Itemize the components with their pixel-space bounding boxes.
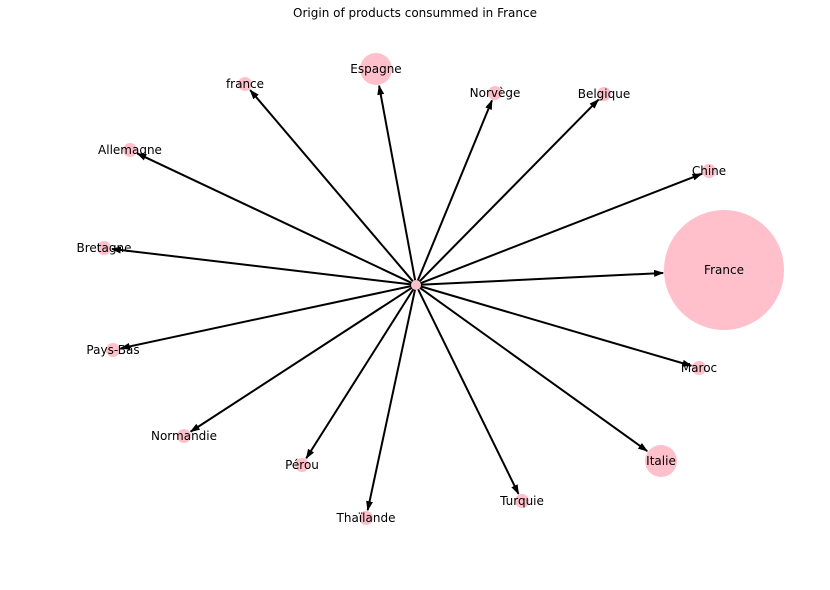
node-label-espagne: Espagne	[350, 62, 401, 76]
node-paysbas	[106, 343, 120, 357]
edge-to-chine	[419, 172, 703, 285]
node-thailande	[359, 511, 373, 525]
graph-title: Origin of products consummed in France	[293, 6, 537, 20]
node-label-thailande: Thaïlande	[336, 511, 396, 525]
node-label-norvege: Norvège	[470, 86, 521, 100]
node-chine	[702, 164, 716, 178]
edge-to-thailande	[366, 288, 417, 512]
nodes-layer	[97, 53, 784, 525]
node-label-bretagne: Bretagne	[77, 241, 132, 255]
node-label-chine: Chine	[692, 164, 726, 178]
node-label-italie: Italie	[646, 454, 676, 468]
edge-to-italie	[418, 286, 649, 452]
node-italie	[645, 445, 677, 477]
node-perou	[295, 458, 309, 472]
node-label-paysbas: Pays-Bas	[86, 343, 139, 357]
node-norvege	[488, 86, 502, 100]
node-espagne	[360, 53, 392, 85]
node-label-perou: Pérou	[285, 458, 319, 472]
node-label-normandie: Normandie	[151, 429, 217, 443]
node-france	[664, 210, 784, 330]
edge-to-maroc	[419, 285, 693, 367]
node-label-france_lower: france	[226, 77, 264, 91]
node-turquie	[515, 494, 529, 508]
edge-to-allemagne	[136, 152, 413, 285]
edge-to-perou	[305, 287, 415, 460]
node-label-turquie: Turquie	[499, 494, 544, 508]
node-label-belgique: Belgique	[578, 87, 631, 101]
edges-layer	[110, 84, 703, 512]
edge-to-france	[419, 269, 665, 286]
node-normandie	[177, 429, 191, 443]
edge-to-norvege	[416, 99, 493, 282]
node-maroc	[692, 361, 706, 375]
node-label-allemagne: Allemagne	[98, 143, 162, 157]
node-label-france: France	[704, 263, 744, 277]
node-belgique	[597, 87, 611, 101]
edge-to-paysbas	[119, 284, 413, 350]
node-france_lower	[238, 77, 252, 91]
node-label-maroc: Maroc	[681, 361, 717, 375]
edge-to-bretagne	[110, 246, 413, 286]
edge-to-turquie	[416, 288, 520, 495]
edge-to-belgique	[418, 98, 600, 283]
edge-to-normandie	[189, 286, 414, 433]
node-bretagne	[97, 241, 111, 255]
center-node	[411, 280, 421, 290]
edge-to-espagne	[377, 84, 417, 282]
edge-to-france_lower	[249, 89, 415, 283]
node-allemagne	[123, 143, 137, 157]
